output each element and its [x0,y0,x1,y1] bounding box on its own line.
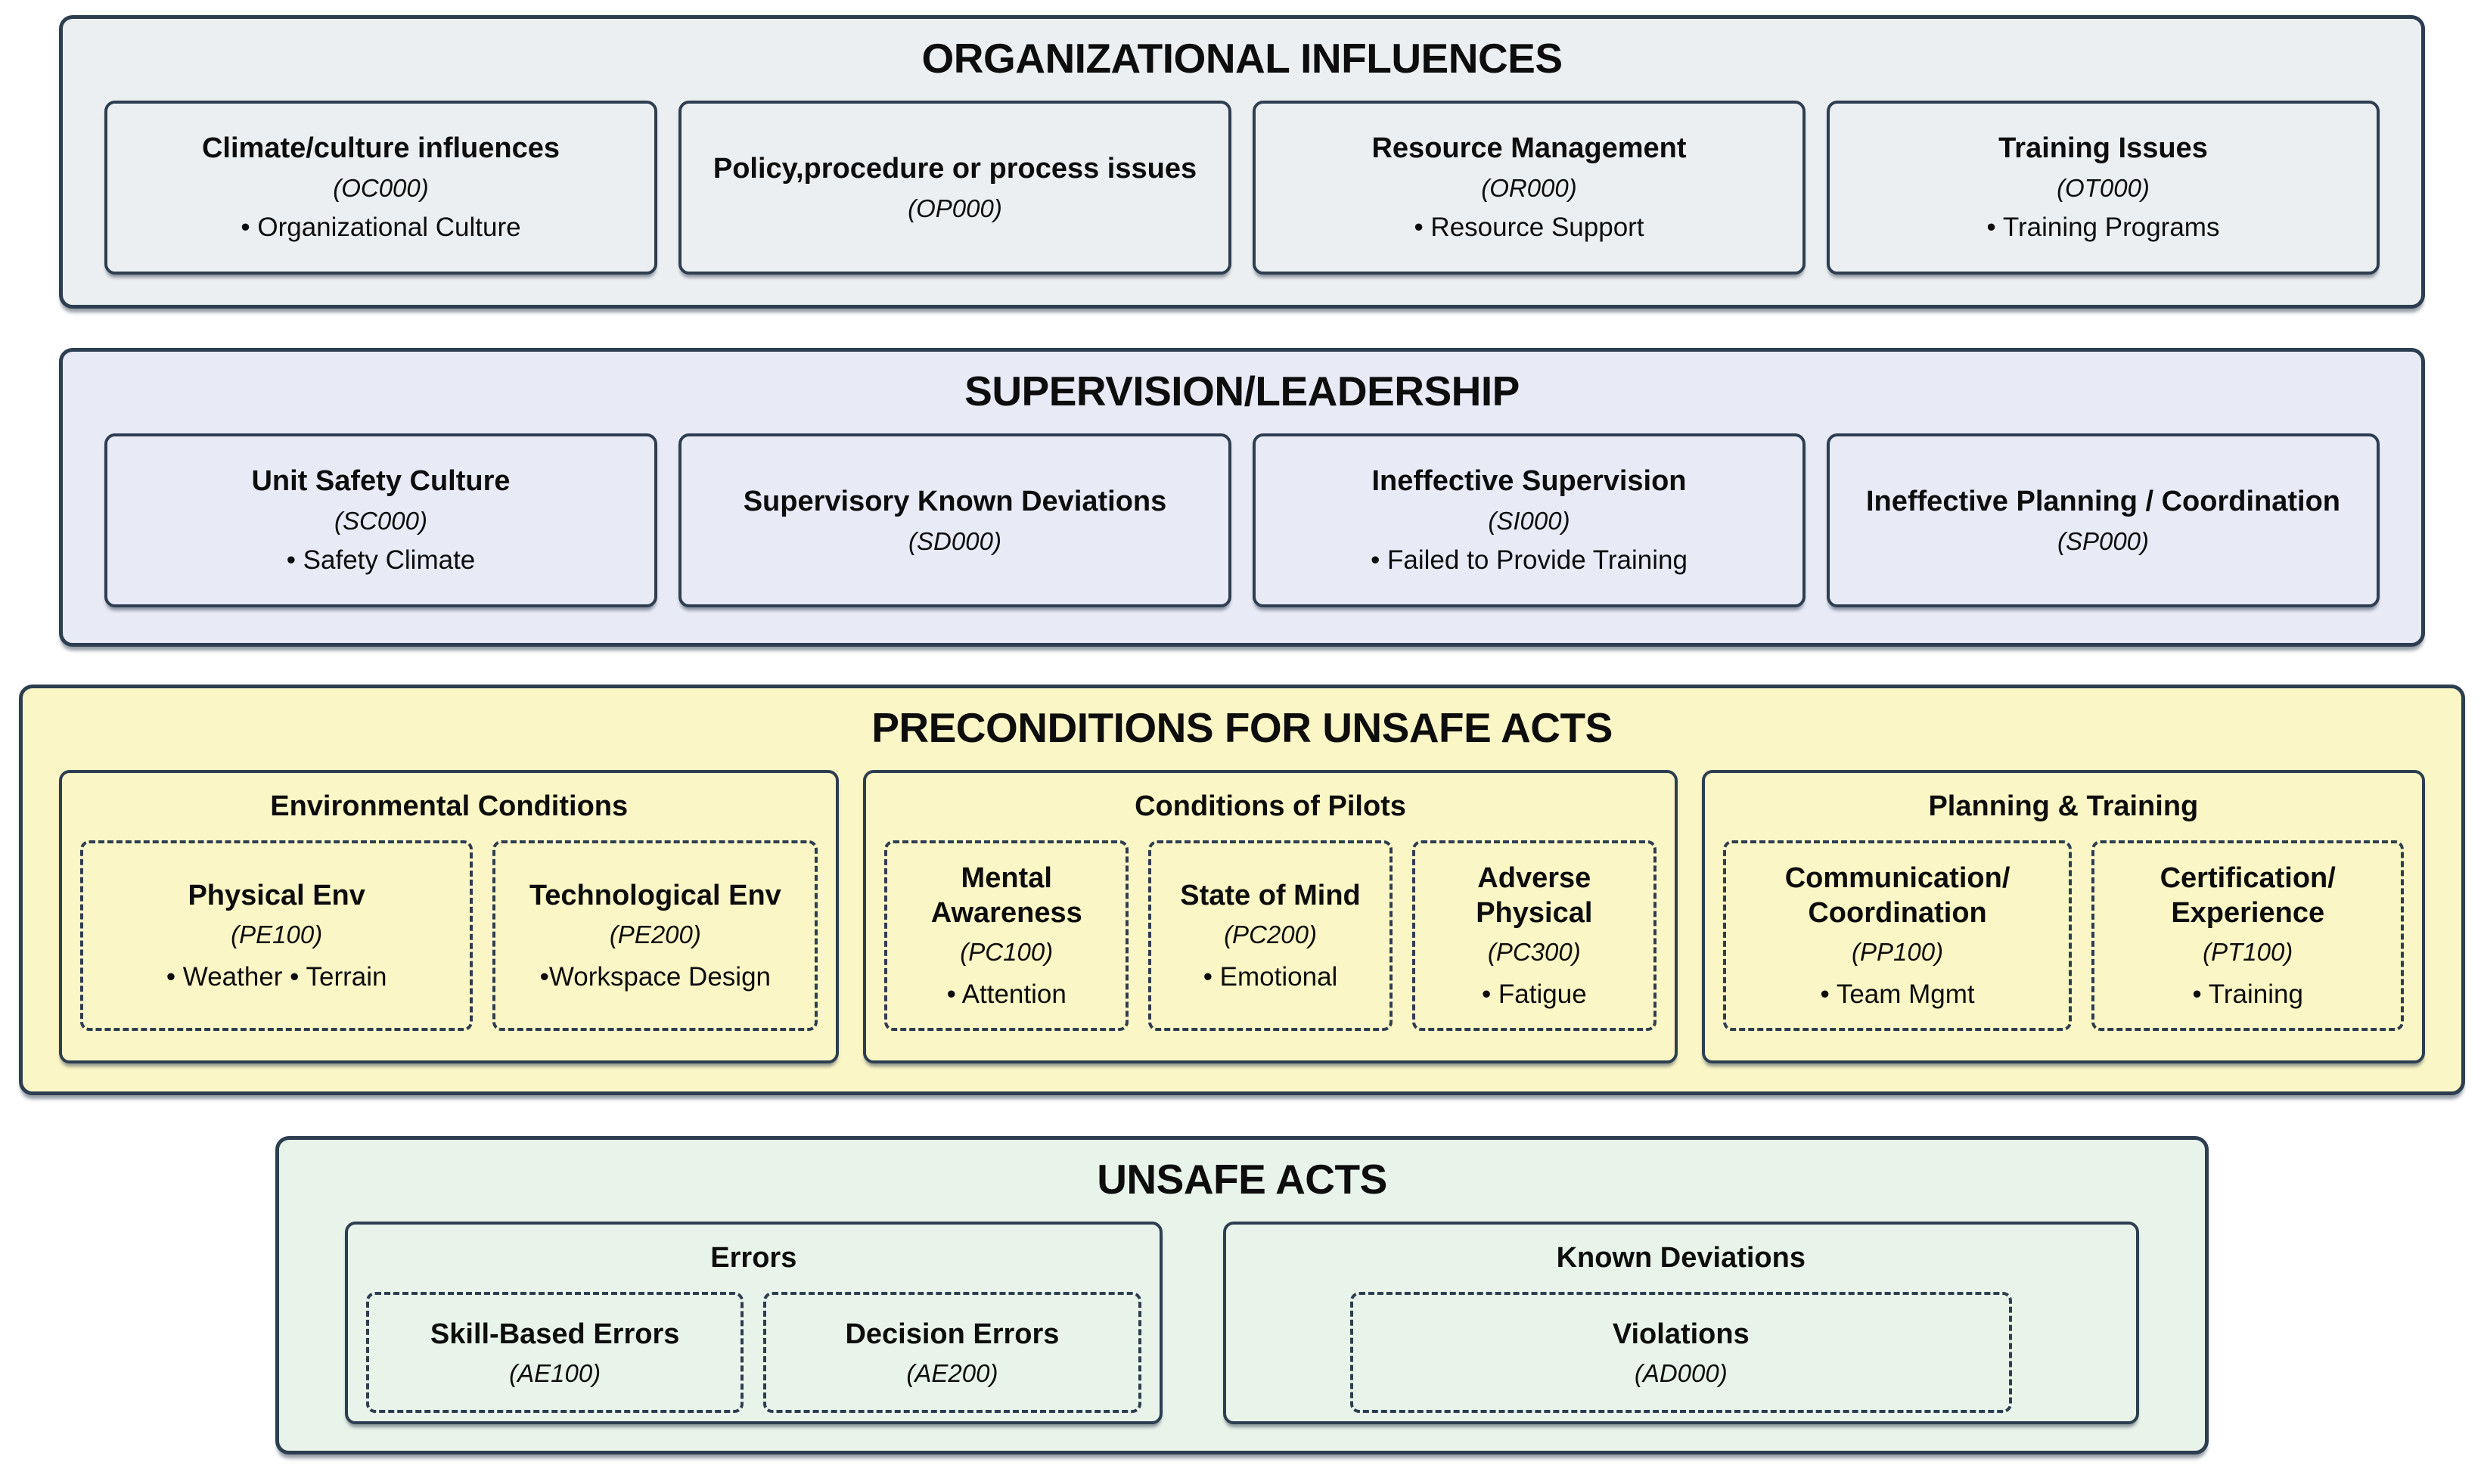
tier-title-unsafe-acts: UNSAFE ACTS [1097,1156,1387,1203]
box-code: (PC100) [960,937,1054,966]
box-bullet: • Safety Climate [286,545,476,576]
box-code: (PC300) [1487,937,1581,966]
box-bullet: • Failed to Provide Training [1371,545,1688,576]
box-decision-errors: Decision Errors (AE200) [763,1292,1141,1414]
group-title: Errors [710,1241,797,1274]
tier-title-preconditions: PRECONDITIONS FOR UNSAFE ACTS [871,704,1613,751]
box-code: (PE200) [609,920,701,948]
tier-title-organizational: ORGANIZATIONAL INFLUENCES [921,35,1563,82]
box-code: (OR000) [1481,173,1577,202]
box-title: Policy,procedure or process issues [713,153,1197,185]
box-title: State of Mind [1180,880,1361,912]
supervision-boxes-row: Unit Safety Culture (SC000) • Safety Cli… [104,433,2380,607]
box-title: Ineffective Planning / Coordination [1865,486,2341,518]
box-technological-env: Technological Env (PE200) •Workspace Des… [492,840,818,1032]
tier-preconditions-unsafe-acts: PRECONDITIONS FOR UNSAFE ACTS Environmen… [19,685,2465,1095]
box-title: Resource Management [1371,132,1687,165]
group-title: Known Deviations [1556,1241,1806,1274]
box-adverse-physical: Adverse Physical (PC300) • Fatigue [1411,840,1657,1032]
box-communication-coordination: Communication/ Coordination (PP100) • Te… [1722,840,2073,1032]
box-title: Unit Safety Culture [251,465,511,498]
box-ineffective-planning-coordination: Ineffective Planning / Coordination (SP0… [1827,433,2380,607]
preconditions-groups-row: Environmental Conditions Physical Env (P… [59,769,2426,1063]
box-title: Ineffective Supervision [1371,465,1687,498]
box-title: Training Issues [1998,132,2208,165]
box-unit-safety-culture: Unit Safety Culture (SC000) • Safety Cli… [104,433,657,607]
box-climate-culture-influences: Climate/culture influences (OC000) • Org… [104,100,657,275]
group-environmental-conditions: Environmental Conditions Physical Env (P… [59,769,840,1063]
pilots-dashed-row: Mental Awareness (PC100) • Attention Sta… [884,840,1657,1032]
group-conditions-of-pilots: Conditions of Pilots Mental Awareness (P… [863,769,1678,1063]
box-bullet: • Training Programs [1986,213,2220,243]
box-code: (SP000) [2057,526,2150,555]
box-physical-env: Physical Env (PE100) • Weather • Terrain [80,840,474,1032]
tier-organizational-influences: ORGANIZATIONAL INFLUENCES Climate/cultur… [59,15,2425,309]
box-code: (PE100) [231,920,323,948]
errors-dashed-row: Skill-Based Errors (AE100) Decision Erro… [366,1292,1141,1414]
box-state-of-mind: State of Mind (PC200) • Emotional [1148,840,1393,1032]
box-bullet: • Resource Support [1414,213,1644,243]
tier-supervision-leadership: SUPERVISION/LEADERSHIP Unit Safety Cultu… [59,348,2425,647]
planning-dashed-row: Communication/ Coordination (PP100) • Te… [1722,840,2405,1032]
box-code: (SC000) [334,506,427,535]
box-code: (OT000) [2057,173,2150,202]
group-errors: Errors Skill-Based Errors (AE100) Decisi… [345,1221,1163,1424]
box-bullet: • Organizational Culture [241,213,521,243]
box-title: Decision Errors [845,1318,1060,1351]
box-title: Communication/ Coordination [1784,862,2010,930]
box-supervisory-known-deviations: Supervisory Known Deviations (SD000) [678,433,1231,607]
box-code: (OP000) [908,194,1002,222]
box-title: Physical Env [188,880,365,912]
box-violations: Violations (AD000) [1349,1292,2012,1414]
box-code: (PT100) [2203,937,2293,966]
box-code: (SD000) [908,526,1001,555]
box-ineffective-supervision: Ineffective Supervision (SI000) • Failed… [1253,433,1806,607]
box-code: (OC000) [333,173,429,202]
box-policy-procedure-process: Policy,procedure or process issues (OP00… [678,100,1231,275]
box-code: (PP100) [1852,937,1944,966]
environmental-dashed-row: Physical Env (PE100) • Weather • Terrain… [80,840,818,1032]
organizational-boxes-row: Climate/culture influences (OC000) • Org… [104,100,2380,275]
box-certification-experience: Certification/ Experience (PT100) • Trai… [2091,840,2405,1032]
box-code: (PC200) [1224,920,1317,948]
box-title: Climate/culture influences [201,132,560,165]
box-resource-management: Resource Management (OR000) • Resource S… [1253,100,1806,275]
box-title: Supervisory Known Deviations [743,486,1167,518]
box-title: Mental Awareness [930,862,1082,930]
group-title: Conditions of Pilots [1135,790,1406,822]
unsafe-groups-row: Errors Skill-Based Errors (AE100) Decisi… [313,1221,2171,1424]
group-title: Environmental Conditions [270,790,629,822]
group-planning-training: Planning & Training Communication/ Coord… [1701,769,2426,1063]
box-title: Certification/ Experience [2160,862,2336,930]
box-code: (AD000) [1634,1358,1728,1387]
box-training-issues: Training Issues (OT000) • Training Progr… [1827,100,2380,275]
box-code: (AE200) [906,1358,998,1387]
box-title: Technological Env [529,880,781,912]
tier-unsafe-acts: UNSAFE ACTS Errors Skill-Based Errors (A… [275,1136,2209,1455]
box-bullet: • Emotional [1203,962,1338,992]
box-bullet: • Fatigue [1481,980,1587,1010]
box-bullet: • Weather • Terrain [166,962,387,992]
box-title: Skill-Based Errors [430,1318,680,1351]
group-title: Planning & Training [1928,790,2199,822]
box-bullet: • Training [2192,980,2303,1010]
group-known-deviations: Known Deviations Violations (AD000) [1222,1221,2139,1424]
box-code: (SI000) [1488,506,1570,535]
box-code: (AE100) [509,1358,601,1387]
box-bullet: • Attention [946,980,1067,1010]
tier-title-supervision: SUPERVISION/LEADERSHIP [964,368,1520,414]
box-mental-awareness: Mental Awareness (PC100) • Attention [884,840,1129,1032]
box-skill-based-errors: Skill-Based Errors (AE100) [366,1292,744,1414]
box-bullet: •Workspace Design [539,962,772,992]
box-title: Adverse Physical [1476,862,1593,930]
box-title: Violations [1612,1318,1750,1351]
box-bullet: • Team Mgmt [1820,980,1975,1010]
